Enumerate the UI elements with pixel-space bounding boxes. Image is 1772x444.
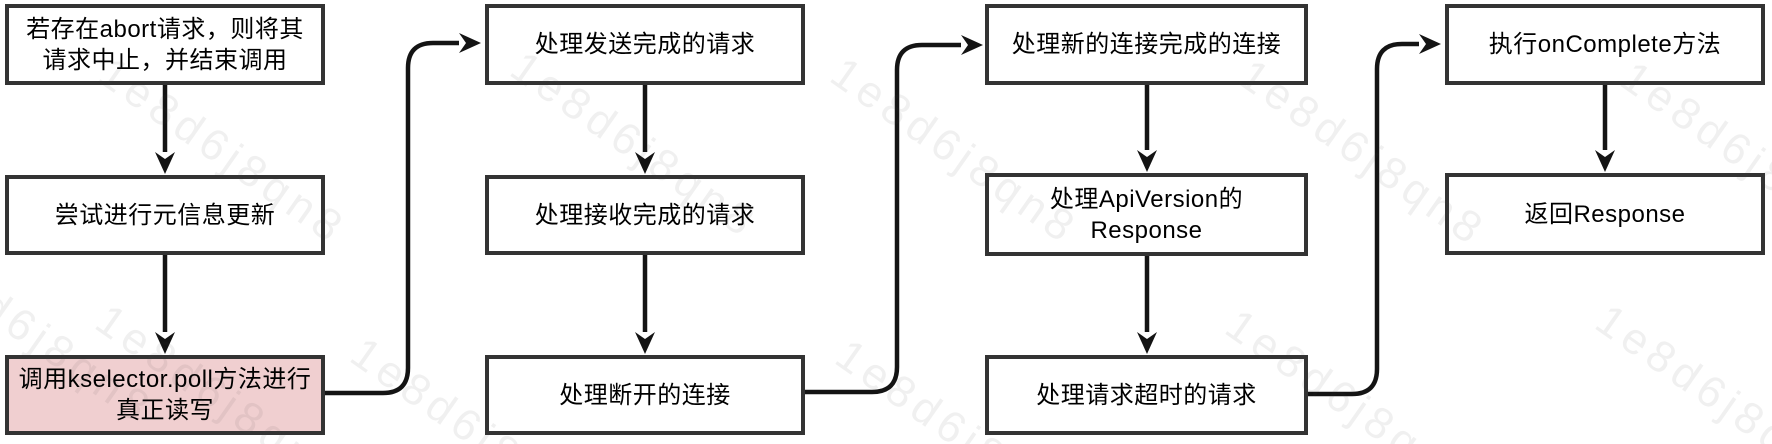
flow-node-handle-send-complete: 处理发送完成的请求 (485, 4, 805, 85)
watermark-text: 1e8d6j8qn8 (1586, 295, 1772, 444)
flow-node-handle-recv-complete: 处理接收完成的请求 (485, 175, 805, 255)
flow-node-return-response: 返回Response (1445, 173, 1765, 255)
flow-node-handle-timeout: 处理请求超时的请求 (985, 355, 1308, 435)
flow-node-label: 调用kselector.poll方法进行 真正读写 (18, 366, 312, 424)
flow-node-abort-request: 若存在abort请求，则将其 请求中止，并结束调用 (5, 4, 325, 85)
flow-node-label: 处理发送完成的请求 (534, 31, 756, 58)
flow-edges (155, 33, 1615, 397)
flow-node-label: 执行onComplete方法 (1488, 31, 1722, 58)
flow-node-label: 尝试进行元信息更新 (54, 201, 276, 229)
flow-node-label: 处理断开的连接 (559, 381, 731, 409)
flow-node-handle-disconnect: 处理断开的连接 (485, 355, 805, 435)
flow-node-label: 处理接收完成的请求 (534, 201, 756, 229)
flow-arrow-elbow (325, 33, 481, 396)
flow-node-label: 若存在abort请求，则将其 请求中止，并结束调用 (26, 15, 304, 74)
flow-node-handle-new-connect: 处理新的连接完成的连接 (985, 4, 1308, 85)
flow-node-handle-apiversion: 处理ApiVersion的 Response (985, 173, 1308, 256)
flow-node-label: 处理请求超时的请求 (1036, 381, 1257, 409)
flow-arrow-elbow (805, 35, 983, 395)
flow-arrow-elbow (1308, 34, 1441, 397)
flow-node-on-complete: 执行onComplete方法 (1445, 4, 1765, 85)
flow-node-label: 返回Response (1524, 200, 1686, 228)
flow-node-kselector-poll: 调用kselector.poll方法进行 真正读写 (5, 355, 325, 435)
flow-node-label: 处理新的连接完成的连接 (1011, 31, 1282, 58)
flow-node-metadata-update: 尝试进行元信息更新 (5, 175, 325, 255)
flow-node-label: 处理ApiVersion的 Response (1049, 185, 1244, 244)
